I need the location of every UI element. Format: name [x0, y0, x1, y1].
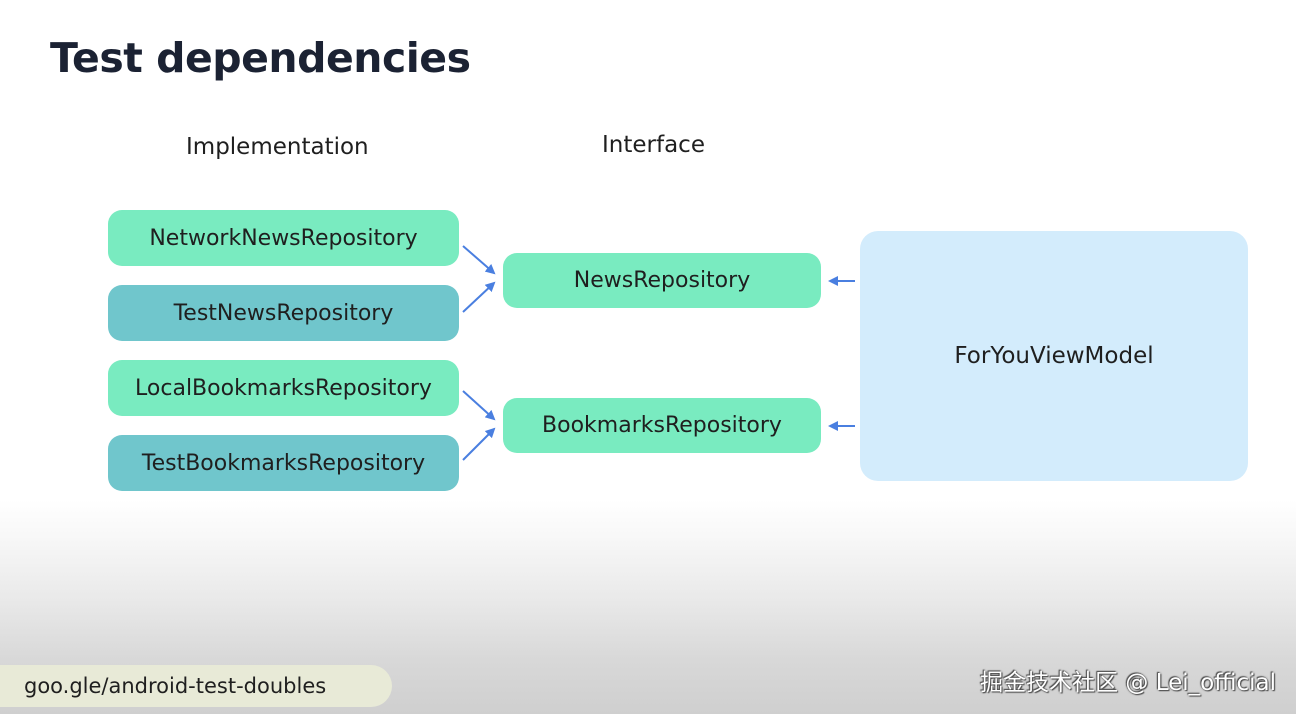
interface-column-heading: Interface	[602, 132, 705, 158]
implementation-column-heading: Implementation	[186, 134, 369, 160]
page-title: Test dependencies	[50, 34, 471, 82]
arrow-testnews-to-news	[462, 281, 496, 313]
test-bookmarks-repository-node: TestBookmarksRepository	[108, 435, 459, 491]
network-news-repository-node: NetworkNewsRepository	[108, 210, 459, 266]
bookmarks-repository-interface-node: BookmarksRepository	[503, 398, 821, 453]
test-news-repository-node: TestNewsRepository	[108, 285, 459, 341]
node-label: NewsRepository	[573, 268, 751, 293]
node-label: TestBookmarksRepository	[141, 450, 426, 476]
node-label: ForYouViewModel	[954, 343, 1154, 369]
node-label: NetworkNewsRepository	[149, 225, 418, 251]
news-repository-interface-node: NewsRepository	[503, 253, 821, 308]
node-label: TestNewsRepository	[173, 300, 394, 326]
docs-link-text: goo.gle/android-test-doubles	[24, 674, 327, 698]
node-label: BookmarksRepository	[542, 413, 782, 438]
local-bookmarks-repository-node: LocalBookmarksRepository	[108, 360, 459, 416]
docs-link[interactable]: goo.gle/android-test-doubles	[0, 665, 392, 707]
arrow-network-to-news	[462, 245, 496, 275]
arrow-testbook-to-bookmarks	[462, 427, 496, 461]
node-label: LocalBookmarksRepository	[135, 375, 432, 401]
watermark: 掘金技术社区 @ Lei_official	[980, 670, 1276, 696]
for-you-view-model-node: ForYouViewModel	[860, 231, 1248, 481]
arrow-local-to-bookmarks	[462, 390, 496, 421]
